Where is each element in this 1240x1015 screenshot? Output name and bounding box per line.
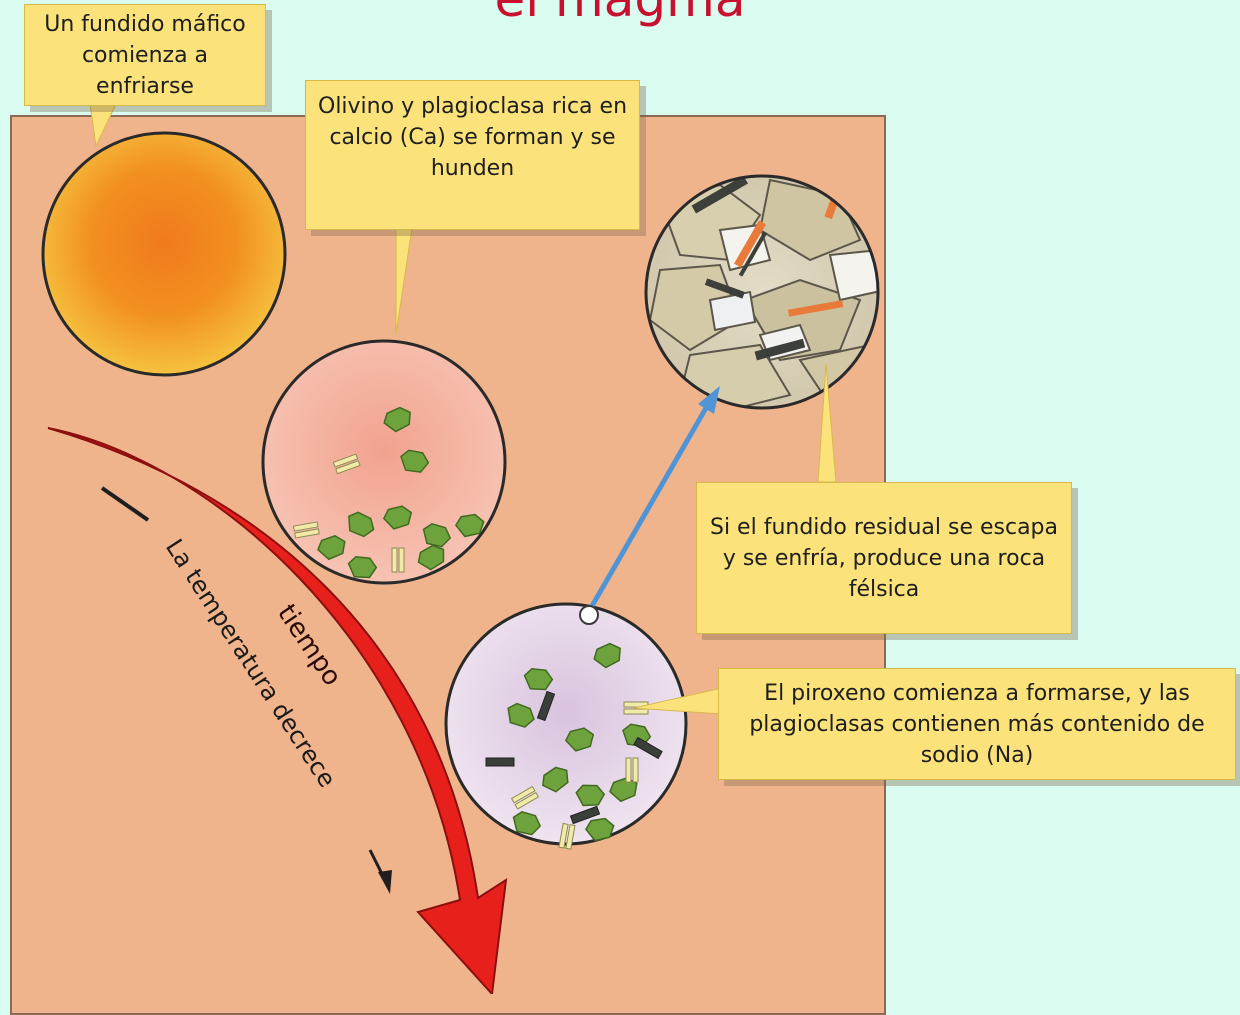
olivine-crystals-circle — [263, 341, 505, 583]
pyroxene-crystals-circle — [446, 604, 686, 849]
callout-pyroxene: El piroxeno comienza a formarse, y las p… — [718, 668, 1236, 780]
callout-tail-mafic — [90, 104, 116, 146]
mafic-melt-circle — [43, 133, 285, 375]
callout-olivine: Olivino y plagioclasa rica en calcio (Ca… — [305, 80, 640, 230]
callout-mafic-melt: Un fundido máfico comienza a enfriarse — [24, 4, 266, 106]
felsic-rock-circle — [646, 176, 885, 410]
callout-residual-melt: Si el fundido residual se escapa y se en… — [696, 482, 1072, 634]
callout-tail-olivine — [396, 228, 412, 334]
